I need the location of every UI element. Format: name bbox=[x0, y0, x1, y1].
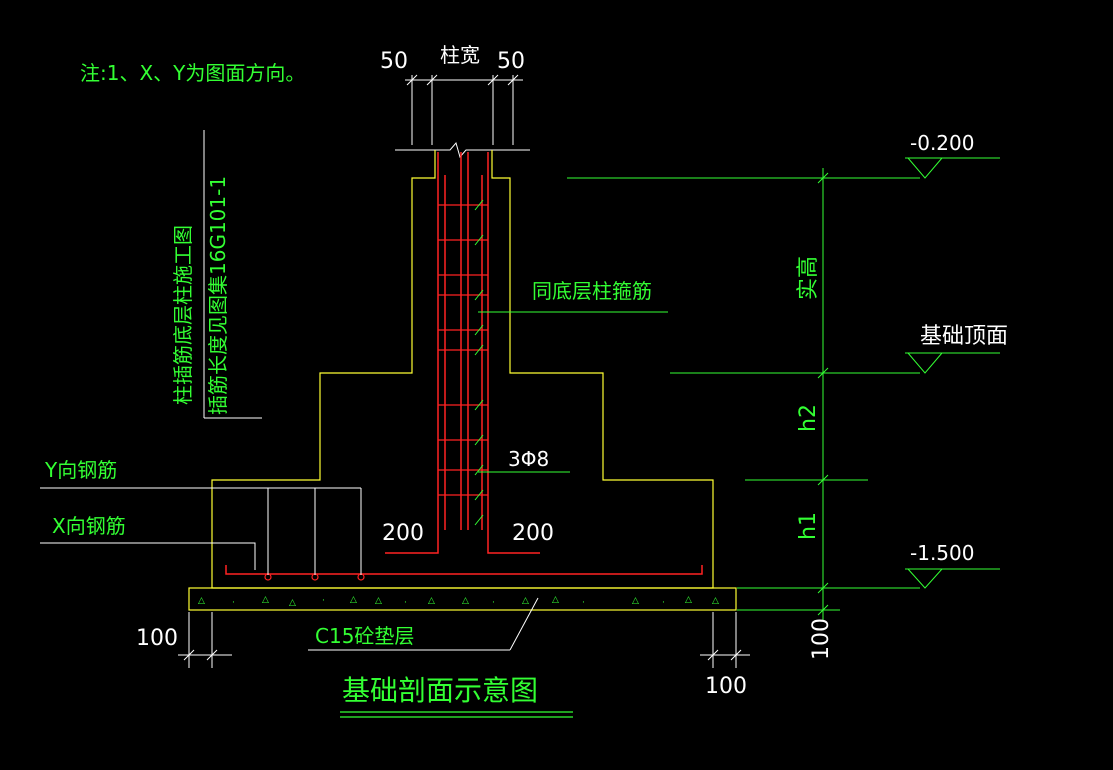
dim-bottom-100: 100 bbox=[809, 618, 834, 660]
svg-text:△: △ bbox=[552, 595, 559, 605]
column-rebars bbox=[385, 152, 540, 554]
svg-text:△: △ bbox=[712, 596, 719, 606]
cushion-offset-dims bbox=[178, 612, 750, 668]
left-100-label: 100 bbox=[136, 626, 178, 651]
dim-shigao: 实高 bbox=[796, 256, 821, 300]
svg-text:△: △ bbox=[350, 595, 357, 605]
drawing-title: 基础剖面示意图 bbox=[342, 674, 538, 707]
elevation-markers bbox=[905, 157, 1000, 589]
svg-text:△: △ bbox=[262, 595, 269, 605]
dim-right-50: 50 bbox=[497, 49, 525, 74]
elevation-top: -0.200 bbox=[910, 131, 974, 155]
c15-cushion-layer bbox=[188, 587, 737, 611]
svg-text:△: △ bbox=[462, 596, 469, 606]
svg-text:·: · bbox=[322, 596, 325, 606]
svg-text:△: △ bbox=[632, 596, 639, 606]
cushion-label: C15砼垫层 bbox=[315, 624, 414, 648]
svg-text:·: · bbox=[404, 598, 407, 608]
dim-column-width: 柱宽 bbox=[440, 43, 480, 67]
elevation-bottom: -1.500 bbox=[910, 541, 974, 565]
svg-text:·: · bbox=[582, 598, 585, 608]
drawing-note: 注:1、X、Y为图面方向。 bbox=[80, 61, 305, 85]
bottom-rebar-mesh bbox=[225, 565, 703, 575]
rebar-leaders bbox=[40, 487, 362, 575]
svg-text:△: △ bbox=[198, 596, 205, 606]
column-stirrups bbox=[438, 204, 488, 496]
svg-text:·: · bbox=[662, 598, 665, 608]
svg-text:△: △ bbox=[289, 598, 296, 608]
side-note-line1: 柱插筋底层柱施工图 bbox=[171, 225, 195, 405]
left-200-label: 200 bbox=[382, 521, 424, 546]
side-note-frame bbox=[203, 130, 262, 419]
cushion-leader bbox=[308, 597, 539, 651]
svg-text:△: △ bbox=[685, 595, 692, 605]
svg-text:△: △ bbox=[522, 596, 529, 606]
dim-h2: h2 bbox=[796, 404, 821, 432]
dim-h1: h1 bbox=[796, 512, 821, 540]
right-100-label: 100 bbox=[705, 674, 747, 699]
svg-text:·: · bbox=[492, 598, 495, 608]
title-underline bbox=[340, 711, 573, 718]
column-break-line bbox=[395, 141, 530, 159]
cushion-hatch: △ · △ △ · △ △ · △ △ · △ △ · △ · △ △ bbox=[198, 595, 719, 608]
stirrup-label: 同底层柱箍筋 bbox=[532, 279, 652, 303]
svg-text:·: · bbox=[232, 598, 235, 608]
x-rebar-label: X向钢筋 bbox=[52, 514, 126, 538]
svg-text:△: △ bbox=[428, 596, 435, 606]
elevation-foundation-top: 基础顶面 bbox=[920, 324, 1008, 349]
right-200-label: 200 bbox=[512, 521, 554, 546]
column-width-dimension bbox=[405, 74, 523, 145]
side-note-line2: 插筋长度见图集16G101-1 bbox=[206, 176, 230, 415]
stirrup-leader bbox=[478, 311, 668, 473]
y-rebar-label: Y向钢筋 bbox=[44, 458, 117, 482]
vertical-dimension-chain bbox=[567, 168, 920, 620]
stirrup-spec-label: 3Φ8 bbox=[508, 447, 549, 471]
stirrup-ticks bbox=[474, 199, 484, 526]
svg-text:△: △ bbox=[375, 596, 382, 606]
footing-outline bbox=[211, 150, 714, 589]
dim-left-50: 50 bbox=[380, 49, 408, 74]
